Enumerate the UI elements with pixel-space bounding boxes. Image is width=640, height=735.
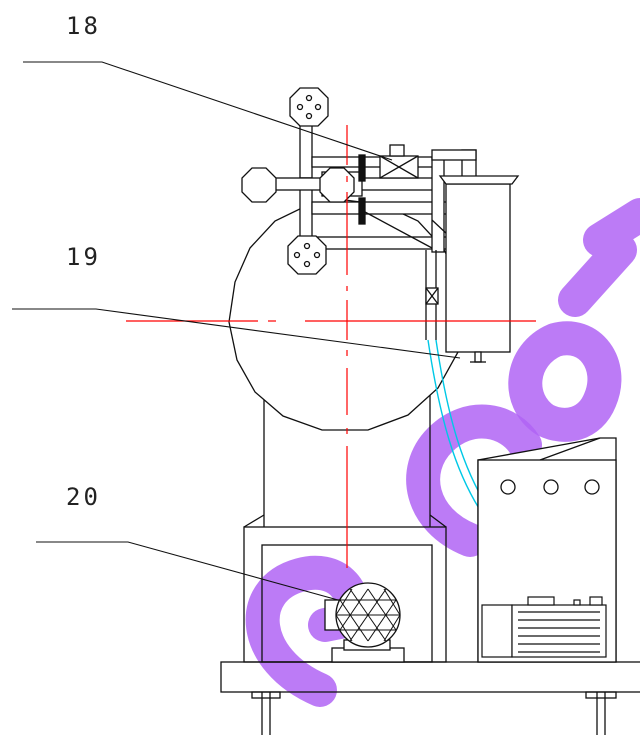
watermark-letter-g (245, 555, 370, 707)
motor-fan-grid (335, 588, 401, 642)
watermark-letter-o (508, 321, 622, 442)
indicator-lamp (500, 479, 516, 495)
watermark-letter-m (558, 198, 640, 317)
handwheel-center (319, 167, 355, 203)
watermark-letter-c (406, 404, 542, 557)
handwheel-left (241, 167, 277, 203)
leader-20 (36, 541, 339, 601)
motor (324, 582, 405, 663)
leader-19 (12, 308, 461, 359)
callout-19: 19 (66, 243, 101, 271)
vacuum-pump (481, 596, 607, 658)
collection-tank (438, 175, 520, 363)
leader-lines (12, 61, 461, 601)
column (263, 395, 431, 527)
callout-20: 20 (66, 483, 101, 511)
handwheel-top (289, 87, 329, 127)
handwheel-bottom (287, 235, 327, 275)
indicator-lamp (584, 479, 600, 495)
callout-18: 18 (66, 12, 101, 40)
leader-18 (23, 61, 393, 161)
indicator-lamp (543, 479, 559, 495)
center-lines (126, 125, 536, 568)
